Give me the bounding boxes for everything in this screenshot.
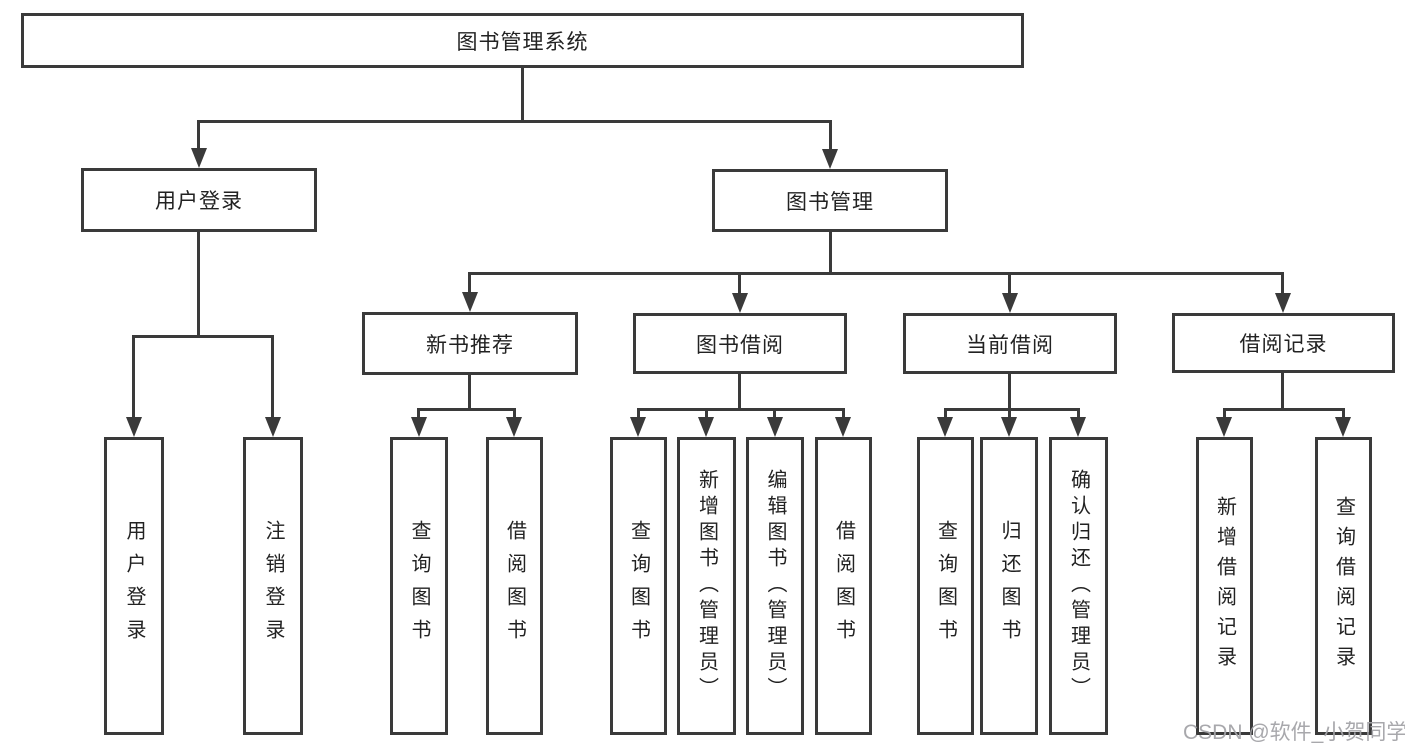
leaf-br-query-record: 查询借阅记录 <box>1315 437 1372 735</box>
edge-userlogin-rail <box>132 335 274 338</box>
arrowhead-down-icon <box>411 417 427 437</box>
arrowhead-down-icon <box>126 417 142 437</box>
node-current-borrow: 当前借阅 <box>903 313 1117 374</box>
node-book-borrow: 图书借阅 <box>633 313 847 374</box>
edge-root-drop-left <box>197 120 200 152</box>
node-book-borrow-label: 图书借阅 <box>696 333 784 357</box>
edge-root-drop-right <box>829 120 832 152</box>
arrowhead-down-icon <box>1001 417 1017 437</box>
edge-bookmgmt-drop-3 <box>1008 272 1011 294</box>
arrowhead-down-icon <box>732 293 748 313</box>
leaf-cb-return-books-label: 归还图书 <box>998 520 1020 652</box>
leaf-cb-confirm-return-admin: 确认归还（管理员） <box>1049 437 1108 735</box>
edge-userlogin-drop-2 <box>271 335 274 421</box>
node-user-login-label: 用户登录 <box>155 190 243 213</box>
edge-userlogin-stem <box>197 232 200 335</box>
arrowhead-down-icon <box>1335 417 1351 437</box>
leaf-bb-edit-books-admin-label: 编辑图书（管理员） <box>764 469 786 703</box>
node-book-management: 图书管理 <box>712 169 948 232</box>
edge-userlogin-drop-1 <box>132 335 135 421</box>
leaf-bb-query-books-label: 查询图书 <box>627 520 650 652</box>
arrowhead-down-icon <box>1070 417 1086 437</box>
arrowhead-down-icon <box>767 417 783 437</box>
edge-borrowrecords-drop-2 <box>1342 408 1345 420</box>
leaf-nb-borrow-books: 借阅图书 <box>486 437 543 735</box>
edge-currentborrow-stem <box>1008 374 1011 408</box>
edge-borrowrecords-rail <box>1223 408 1345 411</box>
node-borrow-records: 借阅记录 <box>1172 313 1395 373</box>
arrowhead-down-icon <box>506 417 522 437</box>
edge-root-stem <box>521 68 524 120</box>
leaf-bb-borrow-books-label: 借阅图书 <box>832 520 855 652</box>
edge-bookmgmt-drop-4 <box>1281 272 1284 294</box>
edge-newbook-drop-1 <box>417 408 420 420</box>
leaf-br-query-record-label: 查询借阅记录 <box>1332 496 1355 676</box>
edge-root-rail <box>197 120 832 123</box>
leaf-bb-edit-books-admin: 编辑图书（管理员） <box>746 437 804 735</box>
node-new-book-recommend-label: 新书推荐 <box>426 333 514 357</box>
arrowhead-down-icon <box>1216 417 1232 437</box>
node-borrow-records-label: 借阅记录 <box>1239 333 1328 356</box>
leaf-bb-borrow-books: 借阅图书 <box>815 437 872 735</box>
edge-currentborrow-rail <box>944 408 1080 411</box>
edge-bookborrow-stem <box>738 374 741 408</box>
arrowhead-down-icon <box>630 417 646 437</box>
node-book-management-label: 图书管理 <box>786 190 874 214</box>
node-user-login: 用户登录 <box>81 168 317 232</box>
leaf-user-login-label: 用户登录 <box>123 520 145 652</box>
arrowhead-down-icon <box>191 148 207 168</box>
edge-bookborrow-drop-2 <box>705 408 708 420</box>
arrowhead-down-icon <box>698 417 714 437</box>
leaf-nb-query-books-label: 查询图书 <box>408 520 430 652</box>
leaf-br-add-record-label: 新增借阅记录 <box>1213 496 1236 676</box>
leaf-cb-query-books: 查询图书 <box>917 437 974 735</box>
edge-bookborrow-rail <box>637 408 845 411</box>
edge-currentborrow-drop-3 <box>1077 408 1080 420</box>
node-library-system-label: 图书管理系统 <box>456 30 589 54</box>
arrowhead-down-icon <box>265 417 281 437</box>
arrowhead-down-icon <box>835 417 851 437</box>
edge-newbook-stem <box>468 375 471 408</box>
leaf-logout-label: 注销登录 <box>262 520 284 652</box>
node-library-system: 图书管理系统 <box>21 13 1024 68</box>
leaf-user-login: 用户登录 <box>104 437 164 735</box>
leaf-bb-add-books-admin-label: 新增图书（管理员） <box>695 469 718 703</box>
edge-bookborrow-drop-4 <box>842 408 845 420</box>
leaf-nb-borrow-books-label: 借阅图书 <box>503 520 526 652</box>
leaf-cb-query-books-label: 查询图书 <box>934 520 957 652</box>
edge-bookmgmt-rail <box>468 272 1284 275</box>
edge-borrowrecords-stem <box>1281 373 1284 408</box>
csdn-watermark: CSDN @软件_小贺同学 <box>1183 721 1405 744</box>
arrowhead-down-icon <box>1002 293 1018 313</box>
edge-bookmgmt-stem <box>829 232 832 272</box>
leaf-cb-return-books: 归还图书 <box>980 437 1038 735</box>
leaf-br-add-record: 新增借阅记录 <box>1196 437 1253 735</box>
edge-bookmgmt-drop-1 <box>468 272 471 294</box>
edge-newbook-drop-2 <box>513 408 516 420</box>
node-new-book-recommend: 新书推荐 <box>362 312 578 375</box>
leaf-logout: 注销登录 <box>243 437 303 735</box>
edge-bookborrow-drop-3 <box>773 408 776 420</box>
leaf-nb-query-books: 查询图书 <box>390 437 448 735</box>
edge-bookborrow-drop-1 <box>637 408 640 420</box>
node-current-borrow-label: 当前借阅 <box>966 333 1054 357</box>
leaf-bb-query-books: 查询图书 <box>610 437 667 735</box>
leaf-cb-confirm-return-admin-label: 确认归还（管理员） <box>1067 469 1090 703</box>
arrowhead-down-icon <box>462 292 478 312</box>
edge-bookmgmt-drop-2 <box>738 272 741 294</box>
leaf-bb-add-books-admin: 新增图书（管理员） <box>677 437 736 735</box>
arrowhead-down-icon <box>822 149 838 169</box>
arrowhead-down-icon <box>1275 293 1291 313</box>
arrowhead-down-icon <box>937 417 953 437</box>
edge-currentborrow-drop-1 <box>944 408 947 420</box>
edge-newbook-rail <box>417 408 516 411</box>
edge-currentborrow-drop-2 <box>1008 408 1011 420</box>
edge-borrowrecords-drop-1 <box>1223 408 1226 420</box>
